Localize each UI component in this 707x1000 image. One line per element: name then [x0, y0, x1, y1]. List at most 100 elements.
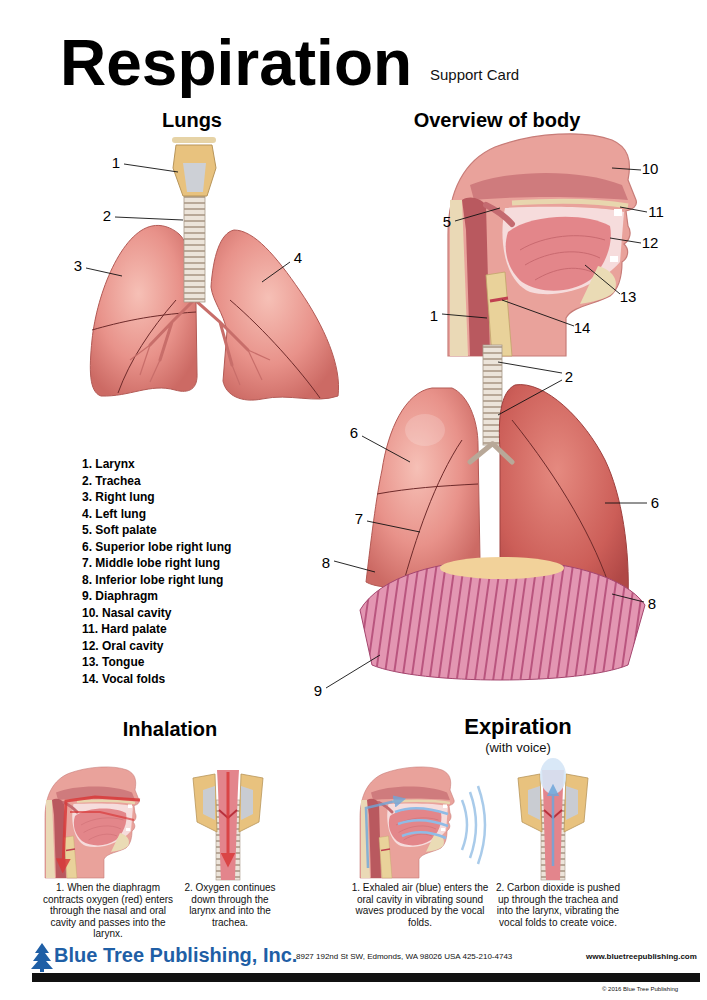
section-heading: Overview of body	[377, 109, 617, 131]
key-entry: 8. Inferior lobe right lung	[82, 572, 223, 589]
callout-number: 8	[314, 554, 338, 572]
oxygen-arrow	[63, 797, 140, 866]
key-entry: 12. Oral cavity	[82, 638, 163, 655]
callout-number: 6	[342, 424, 366, 442]
left-lung	[211, 230, 339, 400]
leader-lines	[367, 521, 420, 532]
leader-lines	[502, 300, 574, 326]
footer-bar	[32, 973, 700, 982]
tree-trunk	[40, 968, 44, 972]
callout-number: 11	[644, 203, 668, 221]
callout-number: 14	[570, 319, 594, 337]
key-entry: 1. Larynx	[82, 456, 135, 473]
key-entry: 13. Tongue	[82, 654, 144, 671]
callout-number: 8	[640, 595, 664, 613]
oxygen-arrow	[227, 772, 230, 860]
section-subheading: (with voice)	[418, 740, 618, 755]
co2-arrow	[552, 790, 555, 866]
callout-number: 2	[95, 207, 119, 225]
tree-logo	[31, 943, 53, 969]
larynx-front	[193, 770, 263, 880]
leader-lines	[498, 380, 562, 415]
key-entry: 5. Soft palate	[82, 522, 157, 539]
leader-lines	[605, 503, 647, 504]
leader-lines	[455, 208, 500, 221]
leader-lines	[620, 207, 647, 212]
callout-number: 1	[104, 154, 128, 172]
leader-lines	[498, 362, 562, 373]
key-entry: 3. Right lung	[82, 489, 155, 506]
sound-waves	[395, 808, 448, 838]
leader-lines	[442, 314, 487, 318]
section-heading: Inhalation	[70, 718, 270, 740]
copyright-note: © 2016 Blue Tree Publishing	[602, 985, 678, 993]
key-entry: 4. Left lung	[82, 506, 146, 523]
leader-lines	[362, 436, 410, 462]
step-caption: 2. Oxygen continues down through the lar…	[178, 882, 282, 928]
exhaled-air	[366, 800, 400, 868]
step-caption: 2. Carbon dioxide is pushed up through t…	[490, 882, 626, 928]
head-section	[45, 767, 139, 878]
expiration-figures	[360, 758, 588, 880]
leader-lines	[86, 268, 122, 276]
trachea	[184, 196, 205, 302]
sound-waves	[462, 786, 485, 864]
overview-figure	[360, 134, 645, 680]
leader-lines	[115, 217, 183, 220]
hyoid	[172, 137, 216, 143]
head-section	[448, 134, 636, 356]
inhalation-figures	[45, 767, 263, 880]
lungs-figure	[90, 137, 338, 400]
callout-number: 13	[616, 288, 640, 306]
leader-lines	[612, 594, 644, 602]
callout-number: 2	[557, 368, 581, 386]
bronchioles	[130, 345, 270, 385]
leader-lines	[585, 265, 620, 294]
callout-number: 6	[643, 494, 667, 512]
central-tendon	[440, 557, 564, 579]
larynx-inner	[183, 163, 206, 192]
leader-lines	[610, 238, 641, 243]
callout-number: 7	[347, 510, 371, 528]
lung-highlight	[405, 414, 445, 446]
callout-number: 1	[422, 307, 446, 325]
oxygen-arrow	[70, 812, 134, 820]
callout-number: 12	[638, 234, 662, 252]
step-caption: 1. Exhaled air (blue) enters the oral ca…	[350, 882, 490, 928]
bronchi	[150, 300, 248, 365]
callout-number: 5	[435, 213, 459, 231]
key-entry: 11. Hard palate	[82, 621, 167, 638]
callout-number: 10	[638, 160, 662, 178]
publisher-name: Blue Tree Publishing, Inc.	[54, 944, 297, 966]
key-entry: 14. Vocal folds	[82, 671, 165, 688]
leader-lines	[262, 262, 290, 282]
subtitle: Support Card	[430, 66, 519, 84]
exhaled-air	[540, 758, 566, 794]
bronchi	[470, 444, 512, 462]
right-lung	[90, 225, 197, 396]
lung-fissure	[92, 300, 320, 398]
section-heading: Expiration	[418, 715, 618, 739]
poster-title: Respiration	[60, 31, 412, 95]
publisher-url: www.bluetreepublishing.com	[586, 952, 697, 962]
step-caption: 1. When the diaphragm contracts oxygen (…	[38, 882, 178, 940]
callout-number: 3	[66, 257, 90, 275]
footer	[31, 943, 700, 982]
key-entry: 10. Nasal cavity	[82, 605, 171, 622]
section-heading: Lungs	[92, 109, 292, 131]
key-entry: 7. Middle lobe right lung	[82, 555, 220, 572]
leader-lines	[612, 168, 641, 170]
key-entry: 6. Superior lobe right lung	[82, 539, 231, 556]
publisher-address: 8927 192nd St SW, Edmonds, WA 98026 USA …	[296, 952, 512, 962]
callout-number: 9	[306, 682, 330, 700]
head-section	[360, 767, 454, 878]
leader-lines	[334, 561, 375, 572]
key-entry: 9. Diaphragm	[82, 588, 158, 605]
leader-lines	[124, 164, 178, 172]
callout-number: 4	[286, 249, 310, 267]
thyroid-cartilage	[173, 145, 216, 196]
key-entry: 2. Trachea	[82, 473, 141, 490]
leader-lines	[326, 655, 380, 688]
